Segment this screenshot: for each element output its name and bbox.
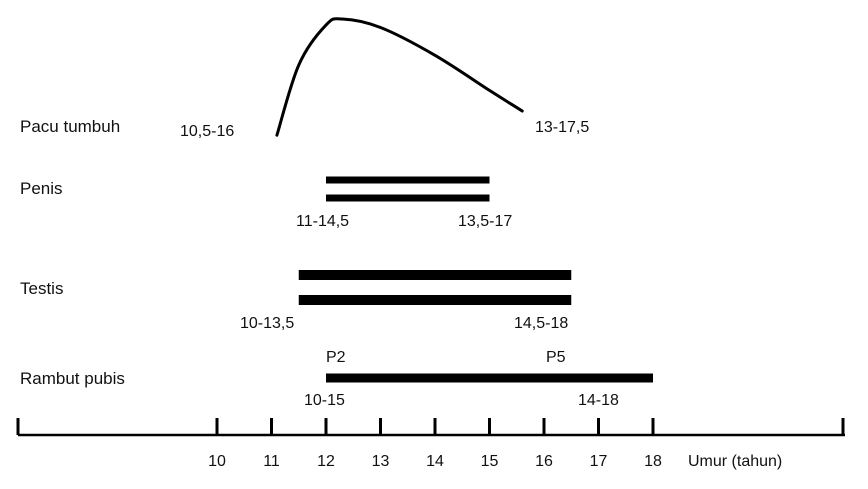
testis-start-label: 10-13,5 (240, 315, 294, 332)
penis-start-label: 11-14,5 (296, 213, 349, 230)
x-axis: 10 11 12 13 14 15 16 17 18 Umur (tahun) (16, 418, 845, 470)
testis-bar-2 (298, 295, 572, 305)
growth-spurt-row: 10,5-16 13-17,5 (180, 17, 589, 140)
row-labels: Pacu tumbuh Penis Testis Rambut pubis (20, 117, 125, 388)
x-tick-label-16: 16 (535, 453, 553, 470)
pubic-hair-row: P2 P5 10-15 14-18 (304, 349, 653, 409)
testis-bar-1 (298, 270, 572, 280)
penis-bars (326, 176, 490, 202)
x-tick-label-17: 17 (590, 453, 608, 470)
pubic-hair-end-label: 14-18 (578, 392, 619, 409)
row-label-testis: Testis (20, 279, 63, 298)
x-tick-label-10: 10 (208, 453, 226, 470)
testis-bars (298, 270, 572, 305)
x-tick-label-11: 11 (263, 453, 280, 470)
testis-end-label: 14,5-18 (514, 315, 568, 332)
row-label-rambut-pubis: Rambut pubis (20, 369, 125, 388)
x-tick-label-15: 15 (481, 453, 499, 470)
x-axis-title: Umur (tahun) (688, 453, 782, 470)
x-tick-label-14: 14 (426, 453, 444, 470)
penis-row: 11-14,5 13,5-17 (296, 176, 512, 230)
x-tick-label-18: 18 (644, 453, 662, 470)
pubic-hair-stage-p5: P5 (546, 349, 566, 366)
penis-bar-1 (326, 176, 490, 184)
x-tick-label-12: 12 (317, 453, 335, 470)
pubic-hair-stage-p2: P2 (326, 349, 346, 366)
pubic-hair-bar-1 (326, 373, 653, 383)
growth-spurt-end-label: 13-17,5 (535, 119, 589, 136)
testis-row: 10-13,5 14,5-18 (240, 270, 572, 332)
x-tick-label-13: 13 (372, 453, 390, 470)
penis-bar-2 (326, 194, 490, 202)
row-label-pacu-tumbuh: Pacu tumbuh (20, 117, 120, 136)
penis-end-label: 13,5-17 (458, 213, 512, 230)
growth-spurt-curve (275, 17, 524, 137)
row-label-penis: Penis (20, 179, 63, 198)
x-axis-ticks: 10 11 12 13 14 15 16 17 18 (208, 418, 662, 470)
pubic-hair-bars (326, 373, 653, 383)
growth-spurt-start-label: 10,5-16 (180, 123, 234, 140)
pubic-hair-start-label: 10-15 (304, 392, 345, 409)
